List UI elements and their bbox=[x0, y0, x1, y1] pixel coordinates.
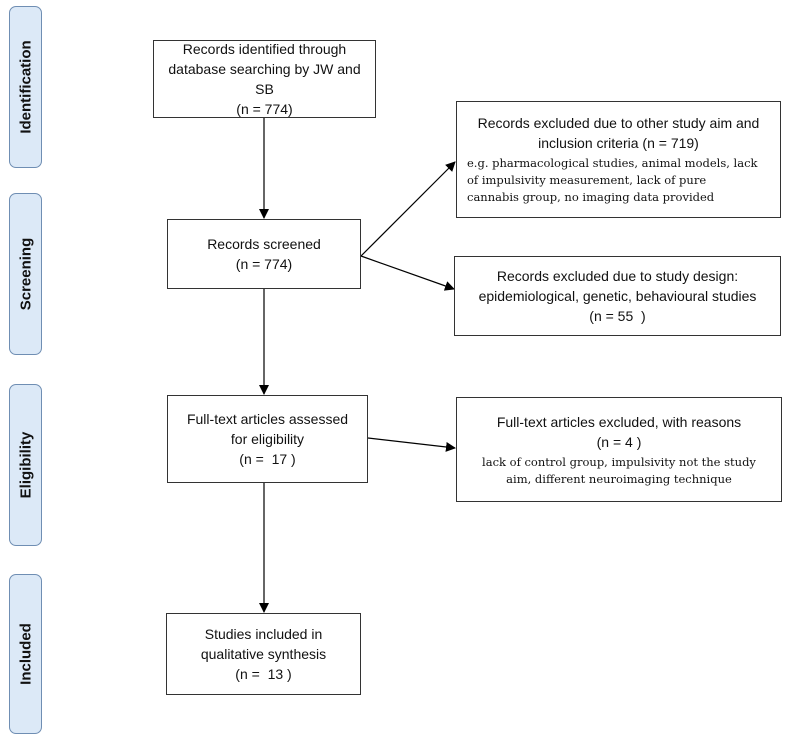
excluded-aim-note: e.g. pharmacological studies, animal mod… bbox=[465, 155, 758, 206]
identified-line2: database searching by JW and SB bbox=[168, 61, 361, 97]
excluded-aim-line2: inclusion criteria (n = 719) bbox=[538, 135, 699, 151]
arrow-screened-to-excluded-design bbox=[360, 255, 455, 291]
fulltext-line2: for eligibility bbox=[230, 431, 305, 447]
identified-count: (n = 774) bbox=[236, 101, 293, 117]
box-records-identified: Records identified through database sear… bbox=[153, 40, 376, 118]
fulltext-line1: Full-text articles assessed bbox=[186, 411, 349, 427]
included-line1: Studies included in bbox=[204, 626, 323, 642]
stage-screening: Screening bbox=[9, 193, 42, 355]
fulltext-excluded-count: (n = 4 ) bbox=[596, 433, 642, 450]
excluded-aim-line1: Records excluded due to other study aim … bbox=[477, 115, 760, 131]
arrow-fulltext-to-excluded bbox=[367, 437, 456, 452]
fulltext-excluded-note: lack of control group, impulsivity not t… bbox=[482, 454, 756, 488]
fulltext-count: (n = 17 ) bbox=[239, 451, 296, 467]
excluded-design-count: (n = 55 ) bbox=[589, 308, 646, 324]
box-fulltext-assessed: Full-text articles assessed for eligibil… bbox=[167, 395, 368, 483]
excluded-aim-note1: e.g. pharmacological studies, animal mod… bbox=[467, 156, 758, 170]
screened-count: (n = 774) bbox=[235, 256, 293, 272]
fulltext-excluded-note1: lack of control group, impulsivity not t… bbox=[482, 454, 756, 469]
stage-identification: Identification bbox=[9, 6, 42, 168]
fulltext-excluded-note2: aim, different neuroimaging technique bbox=[506, 471, 732, 486]
stage-eligibility: Eligibility bbox=[9, 384, 42, 546]
arrow-screened-to-excluded-aim bbox=[360, 161, 456, 257]
excluded-design-line1: Records excluded due to study design: bbox=[496, 268, 739, 284]
included-count: (n = 13 ) bbox=[235, 666, 292, 682]
identified-line1: Records identified through bbox=[182, 41, 347, 57]
stage-included: Included bbox=[9, 574, 42, 734]
box-fulltext-excluded: Full-text articles excluded, with reason… bbox=[456, 397, 782, 502]
screened-line1: Records screened bbox=[207, 236, 321, 252]
box-studies-included: Studies included in qualitative synthesi… bbox=[166, 613, 361, 695]
box-records-excluded-aim: Records excluded due to other study aim … bbox=[456, 101, 781, 218]
included-line2: qualitative synthesis bbox=[200, 646, 327, 662]
box-records-screened: Records screened (n = 774) bbox=[167, 219, 361, 289]
excluded-aim-note2: of impulsivity measurement, lack of pure bbox=[467, 173, 707, 187]
box-records-excluded-design: Records excluded due to study design: ep… bbox=[454, 256, 781, 336]
excluded-design-line2: epidemiological, genetic, behavioural st… bbox=[478, 288, 757, 304]
excluded-aim-note3: cannabis group, no imaging data provided bbox=[467, 190, 715, 204]
fulltext-excluded-line1: Full-text articles excluded, with reason… bbox=[496, 413, 742, 430]
